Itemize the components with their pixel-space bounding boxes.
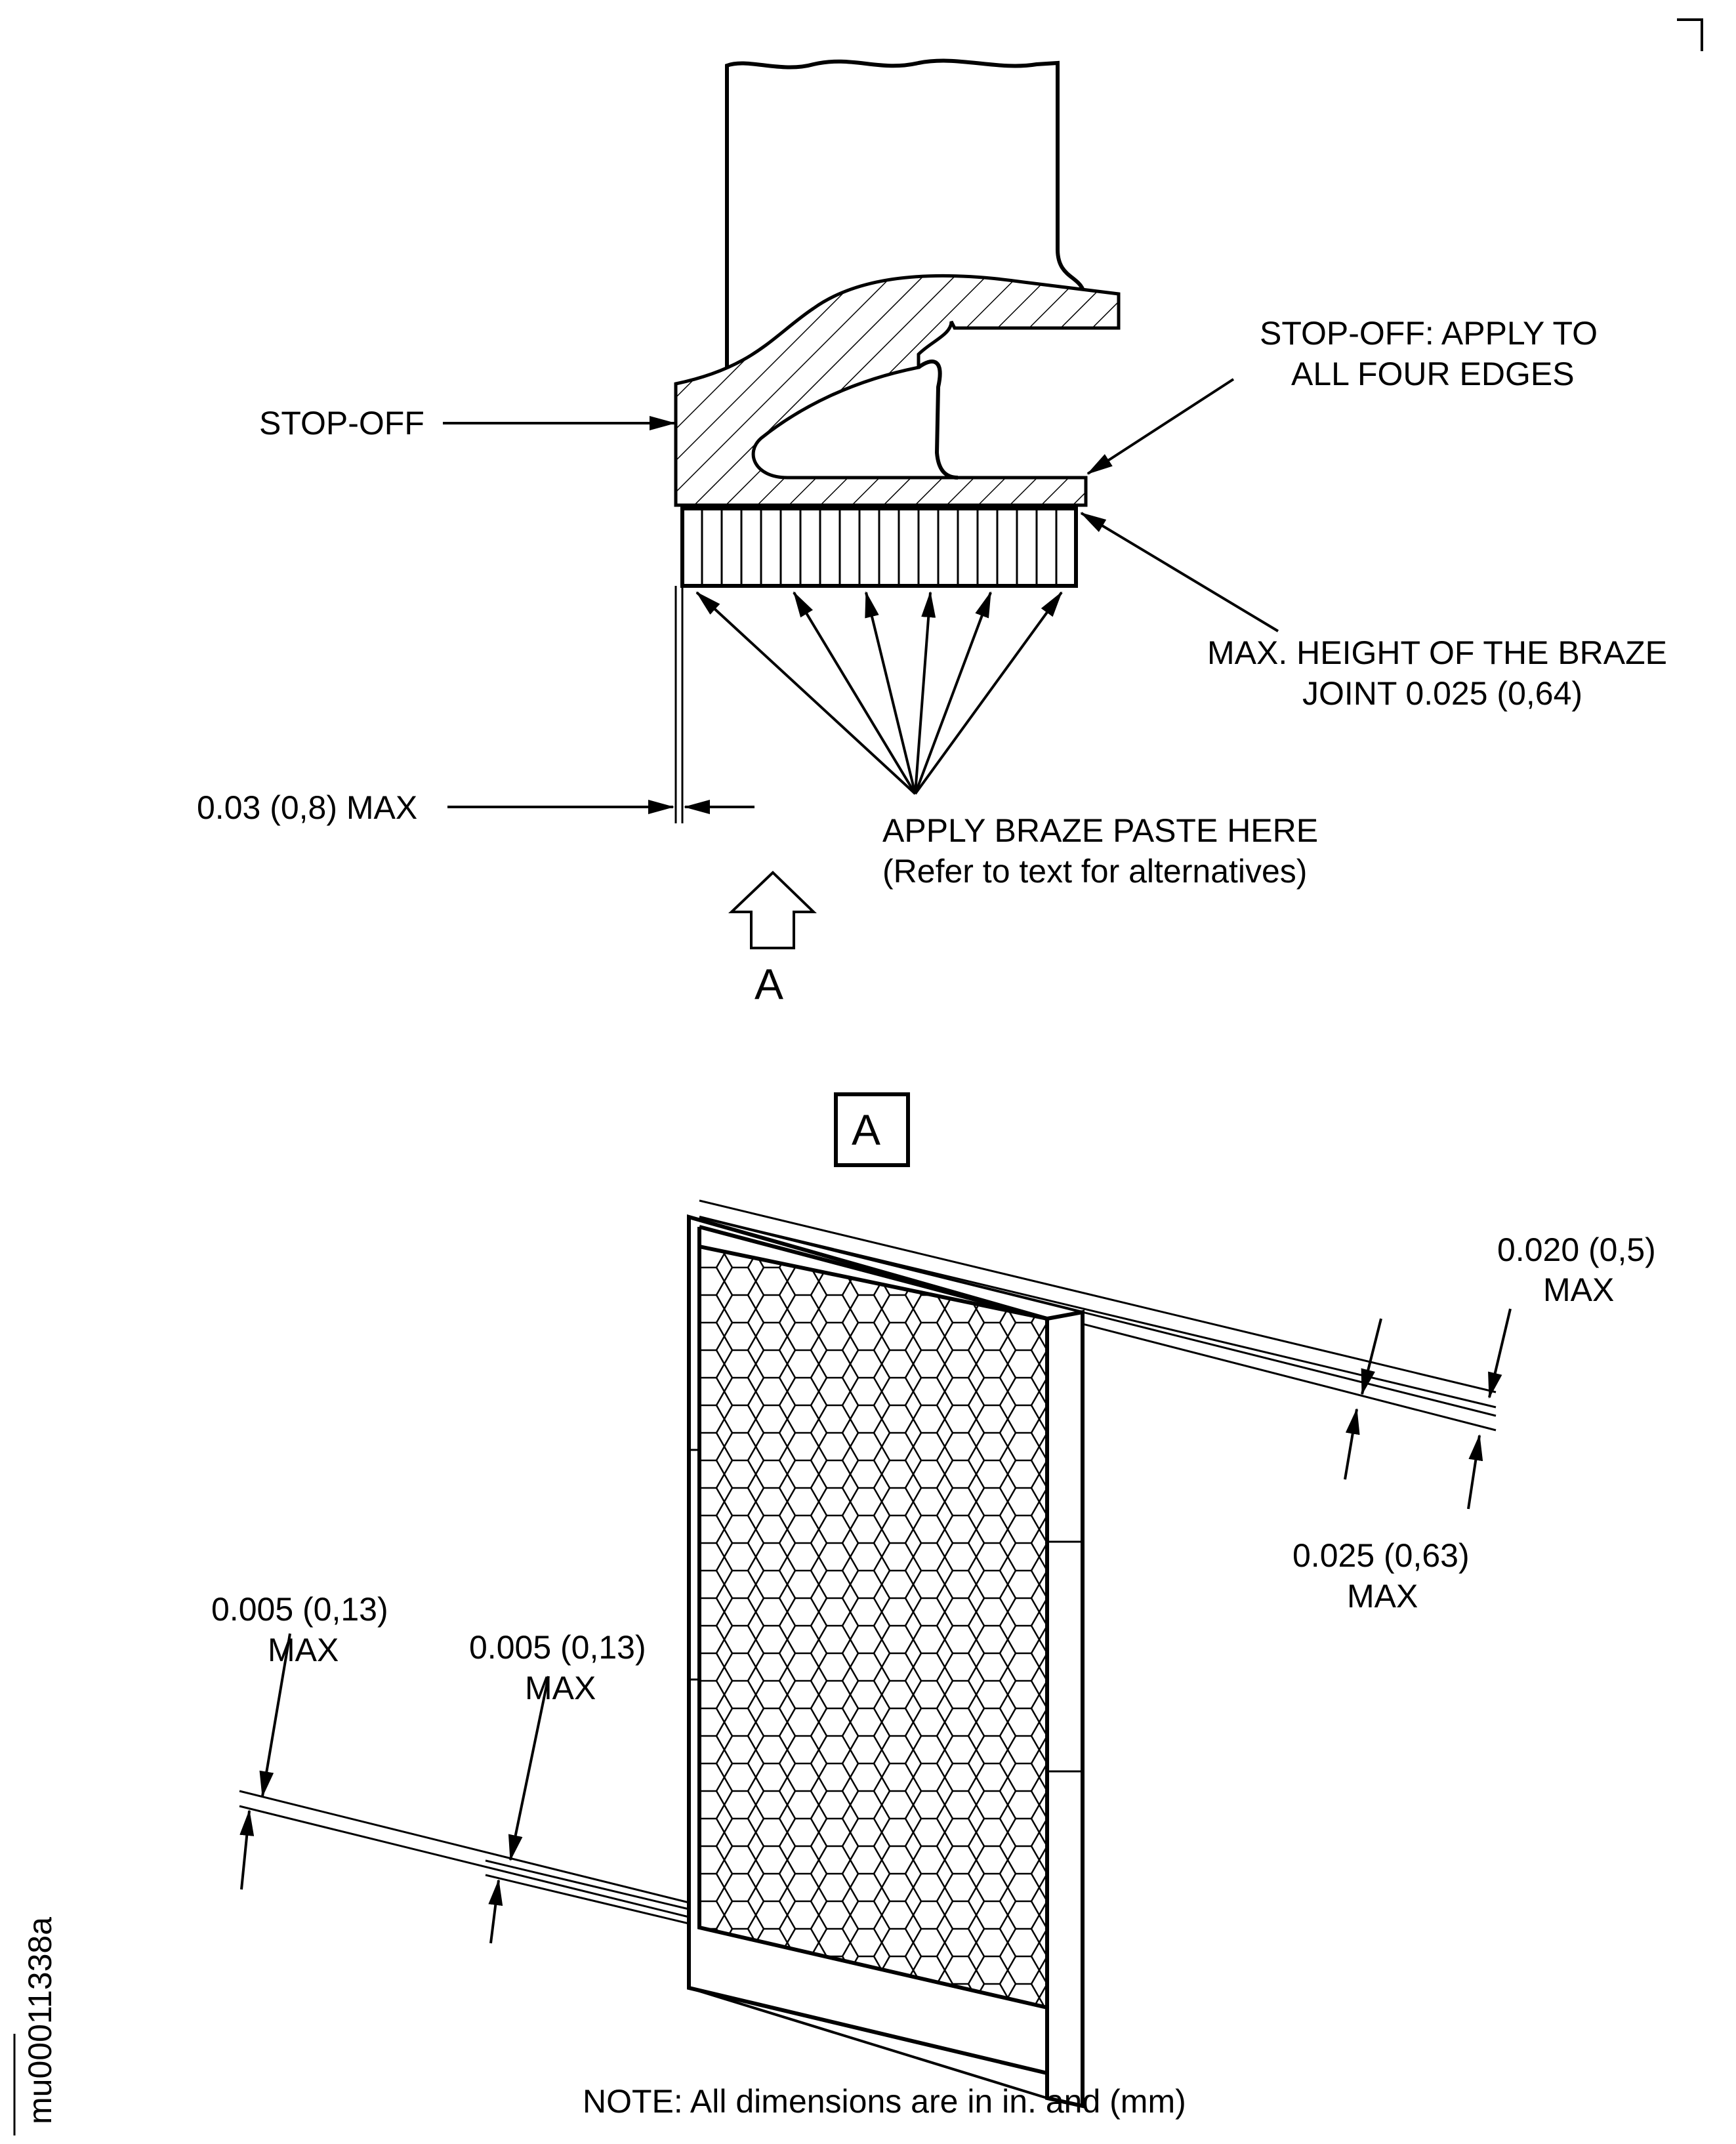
part-wall — [725, 58, 1085, 367]
dim-020-label: 0.020 (0,5) — [1497, 1231, 1656, 1268]
dim-005b-max-label: MAX — [525, 1670, 596, 1706]
dim-005a-max-label: MAX — [268, 1632, 339, 1668]
braze-paste-label-2: (Refer to text for alternatives) — [882, 853, 1307, 890]
dim-005a-label: 0.005 (0,13) — [211, 1591, 388, 1628]
braze-paste-leaders — [695, 591, 1063, 795]
corner-mark — [1677, 18, 1703, 51]
stop-off-edges-label-2: ALL FOUR EDGES — [1291, 356, 1575, 392]
braze-height-label: MAX. HEIGHT OF THE BRAZE — [1207, 634, 1667, 671]
view-arrow-label: A — [754, 960, 783, 1008]
section-view — [674, 58, 1121, 823]
stop-off-edges-label: STOP-OFF: APPLY TO — [1260, 315, 1598, 352]
stop-off-label: STOP-OFF — [259, 405, 424, 442]
note-text: NOTE: All dimensions are in in. and (mm) — [583, 2083, 1186, 2120]
panel-view — [239, 1199, 1497, 2109]
dim-025-max-label: MAX — [1347, 1578, 1418, 1615]
flange-cavity — [917, 360, 959, 480]
view-label-box — [834, 1092, 910, 1167]
braze-paste-label: APPLY BRAZE PASTE HERE — [882, 812, 1318, 849]
braze-height-label-2: JOINT 0.025 (0,64) — [1302, 675, 1582, 712]
honeycomb-cells — [701, 508, 1058, 586]
dim-025-label: 0.025 (0,63) — [1292, 1537, 1470, 1574]
view-arrow-icon — [728, 871, 817, 949]
flange-body — [674, 274, 1121, 507]
dim-020-max-label: MAX — [1543, 1271, 1614, 1308]
dim-005b-label: 0.005 (0,13) — [469, 1629, 646, 1666]
gap-max-label: 0.03 (0,8) MAX — [197, 789, 417, 826]
figure-id: mu00011338a — [22, 1917, 58, 2124]
view-title-label: A — [852, 1105, 880, 1154]
